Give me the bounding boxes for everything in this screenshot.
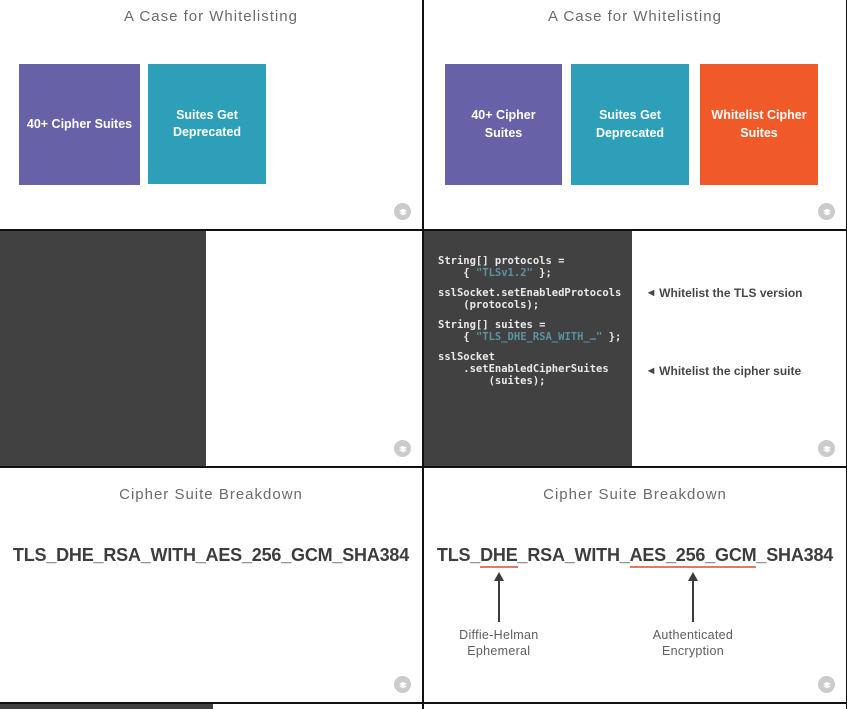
slide-title: A Case for Whitelisting — [124, 8, 298, 25]
callout-text: Whitelist the TLS version — [659, 286, 803, 300]
cipher-annotation-label: Diffie-Helman Ephemeral — [459, 628, 539, 658]
speakerdeck-icon[interactable] — [818, 203, 835, 220]
arrow-shaft — [497, 581, 500, 622]
speakerdeck-icon[interactable] — [818, 440, 835, 457]
cipher-segment: TLS_ — [436, 545, 481, 565]
box-label: 40+ Cipher Suites — [471, 108, 536, 140]
suites-deprecated-box: Suites Get Deprecated — [571, 64, 689, 185]
slide-code-whitelist[interactable]: String[] protocols = { "TLSv1.2" };sslSo… — [424, 231, 846, 466]
callout-cipher-suite: ◀ Whitelist the cipher suite — [648, 364, 801, 378]
cipher-suites-box: 40+ Cipher Suites — [19, 64, 140, 185]
cipher-segment: _SHA384 — [756, 545, 834, 565]
slide-cipher-breakdown-plain[interactable]: Cipher Suite Breakdown TLS_DHE_RSA_WITH_… — [0, 468, 422, 702]
speakerdeck-icon[interactable] — [394, 203, 411, 220]
callout-text: Whitelist the cipher suite — [659, 364, 802, 378]
slide-case-for-whitelisting-2boxes[interactable]: A Case for Whitelisting 40+ Cipher Suite… — [0, 0, 422, 229]
code-panel-background: String[] protocols = { "TLSv1.2" };sslSo… — [424, 231, 632, 466]
slide-title: Cipher Suite Breakdown — [543, 486, 727, 503]
cipher-suite-string: TLS_DHE_RSA_WITH_AES_256_GCM_SHA384 — [12, 545, 410, 565]
whitelist-cipher-box: Whitelist Cipher Suites — [700, 64, 818, 185]
speakerdeck-icon[interactable] — [394, 676, 411, 693]
box-label: 40+ Cipher Suites — [26, 116, 133, 131]
up-arrow-icon — [687, 572, 698, 581]
slide-title: A Case for Whitelisting — [548, 8, 722, 25]
suites-deprecated-box: Suites Get Deprecated — [148, 64, 266, 184]
callout-tls-version: ◀ Whitelist the TLS version — [648, 286, 803, 300]
left-triangle-icon: ◀ — [648, 288, 655, 297]
code-panel-background — [0, 231, 206, 466]
slide-case-for-whitelisting-3boxes[interactable]: A Case for Whitelisting 40+ Cipher Suite… — [424, 0, 846, 229]
column-divider — [422, 0, 424, 709]
speakerdeck-icon[interactable] — [818, 676, 835, 693]
code-block: String[] protocols = { "TLSv1.2" };sslSo… — [438, 255, 622, 387]
speakerdeck-icon[interactable] — [394, 440, 411, 457]
slide-title: Cipher Suite Breakdown — [119, 486, 303, 503]
up-arrow-icon — [493, 572, 504, 581]
cipher-annotation: Diffie-Helman Ephemeral — [424, 572, 579, 659]
slide-code-panel-empty[interactable] — [0, 231, 422, 466]
cipher-annotation-label: Authenticated Encryption — [652, 628, 734, 658]
box-label: Suites Get Deprecated — [595, 108, 665, 140]
box-label: Whitelist Cipher Suites — [711, 108, 807, 140]
cipher-suites-box: 40+ Cipher Suites — [445, 64, 562, 185]
left-triangle-icon: ◀ — [648, 366, 655, 375]
cipher-segment: _RSA_WITH_ — [517, 545, 630, 565]
box-label: Suites Get Deprecated — [172, 107, 242, 140]
next-slide-dark-panel-sliver — [0, 704, 213, 709]
arrow-shaft — [691, 581, 694, 622]
cipher-annotation: Authenticated Encryption — [613, 572, 773, 659]
